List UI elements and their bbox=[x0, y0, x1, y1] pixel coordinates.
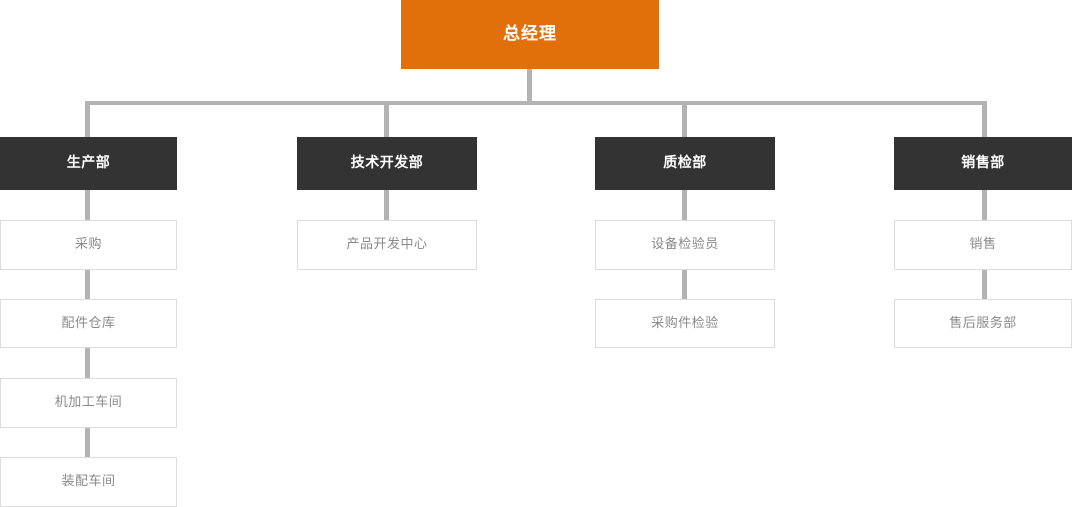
connector-dept3-unit1-to-unit2 bbox=[682, 268, 687, 301]
node-unit-purchased-parts-inspection[interactable]: 采购件检验 bbox=[595, 299, 775, 348]
node-unit-sales[interactable]: 销售 bbox=[894, 220, 1072, 270]
connector-bus-to-dept-1 bbox=[85, 101, 90, 139]
node-unit-machining-workshop[interactable]: 机加工车间 bbox=[0, 378, 177, 428]
connector-dept3-to-unit1 bbox=[682, 190, 687, 222]
node-unit-product-development-center[interactable]: 产品开发中心 bbox=[297, 220, 477, 270]
connector-bus-to-dept-3 bbox=[682, 101, 687, 139]
connector-dept4-to-unit1 bbox=[982, 190, 987, 222]
node-department-production[interactable]: 生产部 bbox=[0, 137, 177, 190]
connector-dept1-unit2-to-unit3 bbox=[85, 347, 90, 380]
node-unit-assembly-workshop[interactable]: 装配车间 bbox=[0, 457, 177, 507]
node-department-sales[interactable]: 销售部 bbox=[894, 137, 1072, 190]
connector-dept1-unit1-to-unit2 bbox=[85, 268, 90, 301]
connector-horizontal-bus bbox=[85, 101, 987, 105]
node-unit-equipment-inspector[interactable]: 设备检验员 bbox=[595, 220, 775, 270]
connector-root-stem bbox=[527, 69, 532, 105]
connector-dept1-unit3-to-unit4 bbox=[85, 426, 90, 459]
node-unit-after-sales-service[interactable]: 售后服务部 bbox=[894, 299, 1072, 348]
connector-dept1-to-unit1 bbox=[85, 190, 90, 222]
connector-dept2-to-unit1 bbox=[384, 190, 389, 222]
node-department-quality-inspection[interactable]: 质检部 bbox=[595, 137, 775, 190]
node-unit-parts-warehouse[interactable]: 配件仓库 bbox=[0, 299, 177, 348]
connector-bus-to-dept-4 bbox=[982, 101, 987, 139]
connector-dept4-unit1-to-unit2 bbox=[982, 268, 987, 301]
node-department-technology-development[interactable]: 技术开发部 bbox=[297, 137, 477, 190]
connector-bus-to-dept-2 bbox=[384, 101, 389, 139]
node-unit-purchasing[interactable]: 采购 bbox=[0, 220, 177, 270]
node-general-manager[interactable]: 总经理 bbox=[401, 0, 659, 69]
